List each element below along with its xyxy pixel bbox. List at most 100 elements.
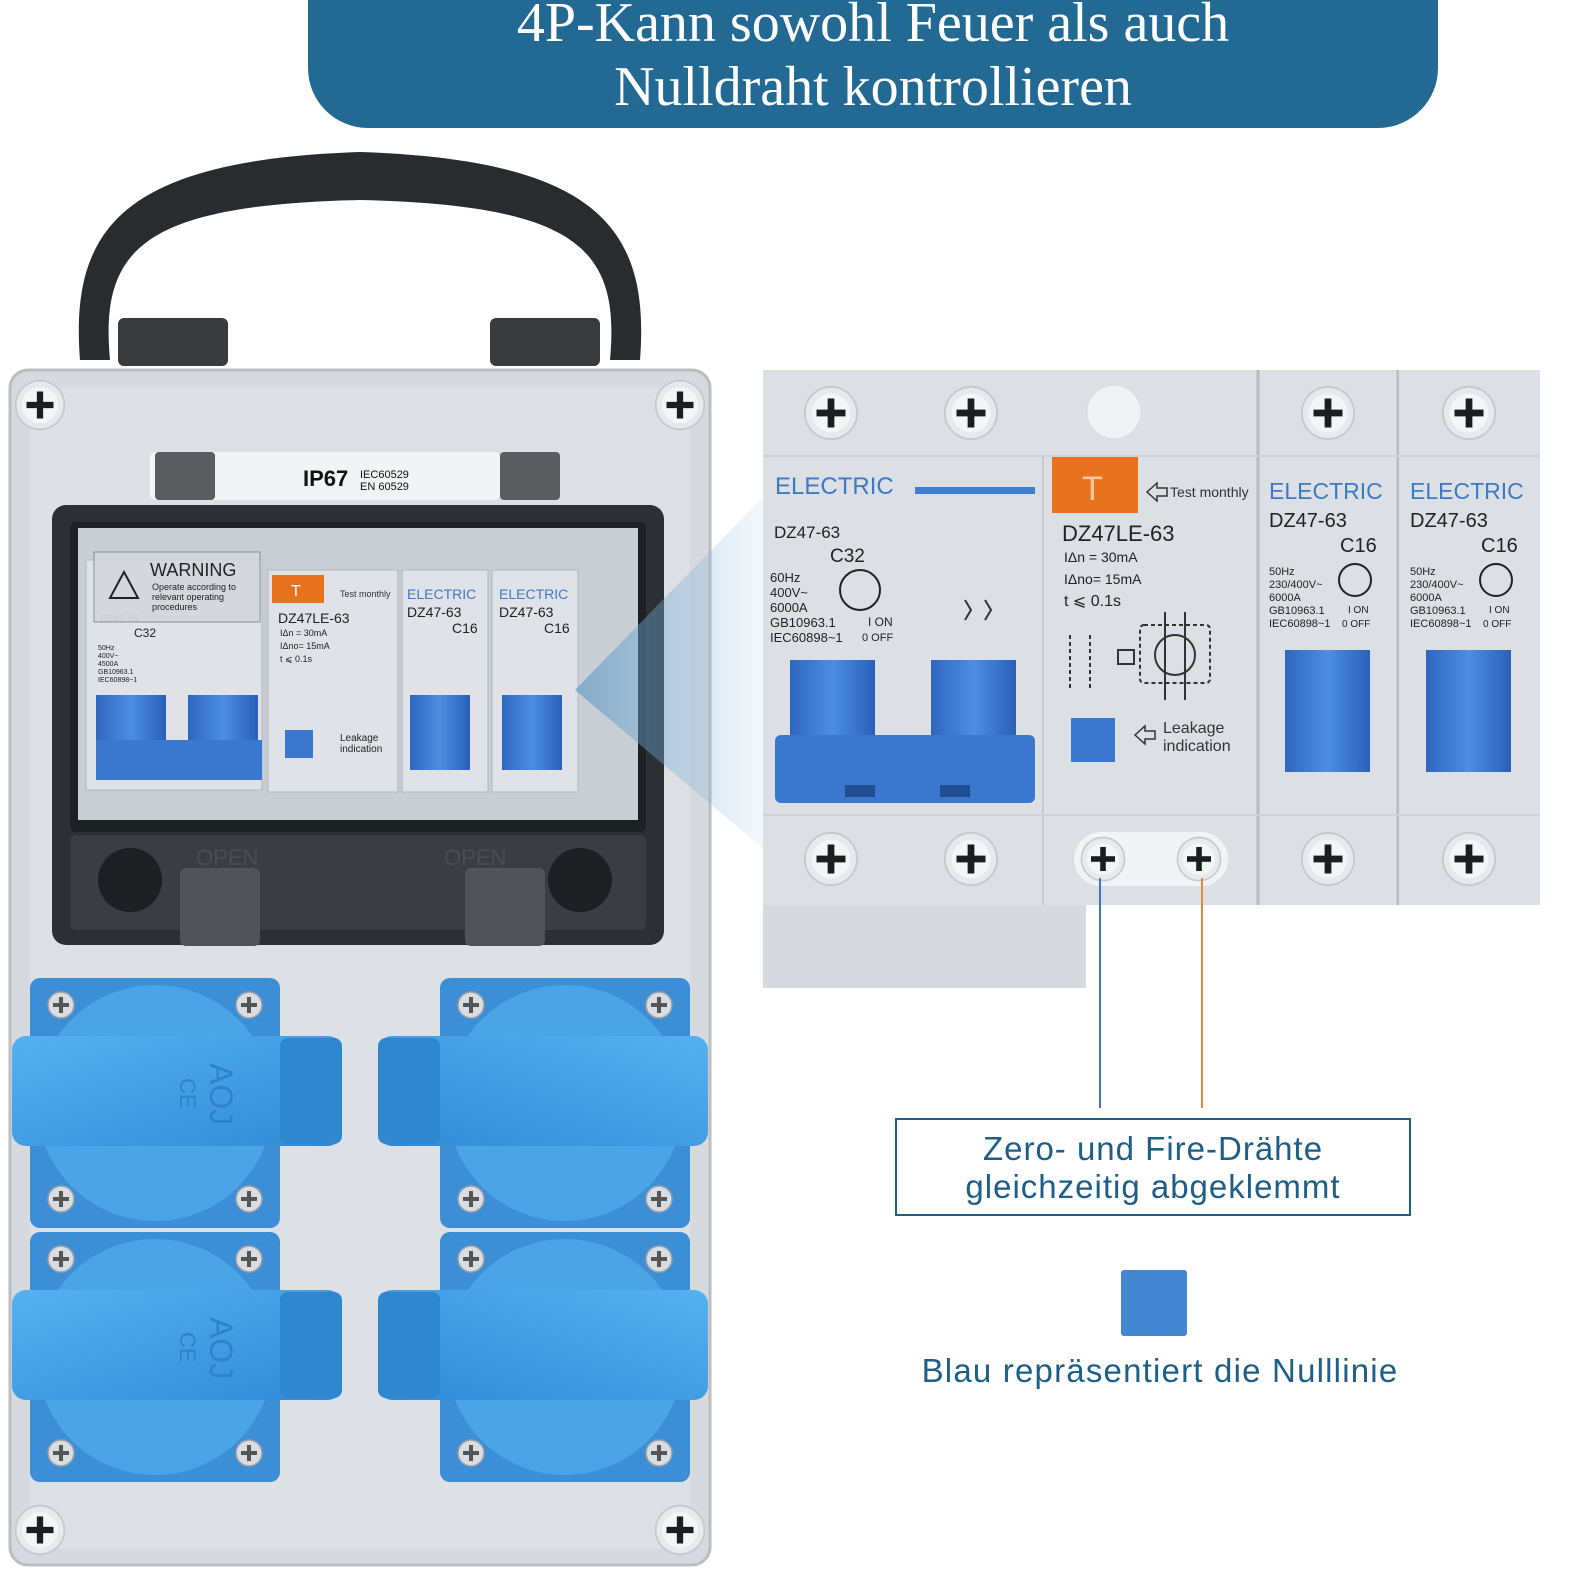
spec-label: IEC60898~1 [770,630,843,645]
mcb-rating-label: C16 [1481,535,1518,557]
open-label: OPEN [444,845,506,870]
mcb-toggle[interactable] [1426,650,1511,772]
main-rating-label: C32 [830,546,865,567]
corner-screw-icon [654,1504,706,1556]
spec-label: IEC60898~1 [98,677,137,684]
off-label: 0 OFF [862,632,893,644]
terminal-screw-icon [1300,385,1356,441]
spec-label: 400V~ [98,653,118,660]
spec-label: 60Hz [770,570,800,585]
rcd-time-label: t ⩽ 0.1s [1064,593,1121,610]
spec-label: IEC60898~1 [1269,618,1330,630]
terminal-screw-icon [1300,831,1356,887]
spec-label: GB10963.1 [1269,605,1325,617]
fire-terminal-icon [1176,836,1222,882]
socket: AOJ CE [12,1232,342,1482]
ccc-mark-icon [1338,563,1372,597]
main-rating-label: C32 [134,626,156,640]
rcd-time-label: t ⩽ 0.1s [280,654,313,664]
spec-label: IEC60898~1 [1410,618,1471,630]
test-button-label: T [1082,470,1103,508]
spec-label: GB10963.1 [770,615,836,630]
rcd-idno-label: IΔno= 15mA [280,641,330,651]
rcd-idno-label: IΔno= 15mA [1064,571,1142,587]
zoom-highlight [575,495,765,850]
brand-label: ELECTRIC [499,586,568,602]
terminal-screw-icon [803,385,859,441]
title-line-2: Nulldraht kontrollieren [614,56,1132,118]
mcb-model-label: DZ47-63 [1410,510,1488,532]
warning-icon [108,569,140,599]
spec-label: 50Hz [1269,566,1295,578]
warning-text: relevant operating [152,592,224,602]
socket-group: AOJ CE AOJ CE [12,978,708,1482]
legend-text: Blau repräsentiert die Nulllinie [921,1352,1399,1389]
circuit-symbol-icon [964,599,993,621]
legend-swatch [1121,1270,1187,1336]
spec-label: GB10963.1 [1410,605,1466,617]
on-label: I ON [868,615,893,629]
open-label: OPEN [196,845,258,870]
main-breaker-toggle[interactable] [931,660,1016,735]
mcb-model-label: DZ47-63 [407,604,462,620]
off-label: 0 OFF [1342,619,1370,630]
mcb-toggle[interactable] [1285,650,1370,772]
warning-text: procedures [152,602,198,612]
off-label: 0 OFF [1483,619,1511,630]
rcd-idn-label: IΔn = 30mA [280,628,327,638]
mcb-rating-label: C16 [544,620,570,636]
leakage-label: Leakage [1163,720,1224,737]
rcd-model-label: DZ47LE-63 [1062,521,1175,546]
carry-handle [78,152,642,360]
title-banner: 4P-Kann sowohl Feuer als auch Nulldraht … [308,0,1438,128]
main-breaker-toggle[interactable] [790,660,875,735]
main-breaker-handle[interactable] [775,735,1035,803]
arrow-left-icon [1133,724,1156,746]
terminal-screw-icon [803,831,859,887]
corner-screw-icon [14,379,66,431]
brand-label: ELECTRIC [407,586,476,602]
leakage-label: indication [340,744,382,755]
brand-label: ELECTRIC [775,473,894,500]
ip-rating-label: IP67 [303,466,348,491]
spec-label: 4500A [98,661,119,668]
test-monthly-label: Test monthly [1170,484,1249,500]
neutral-terminal-icon [1080,836,1126,882]
main-model-label: DZ47-63 [774,523,840,542]
mcb-rating-label: C16 [1340,535,1377,557]
test-button[interactable] [1052,457,1138,513]
magnified-breakers: ELECTRIC DZ47-63 C32 60Hz 400V~ 6000A GB… [763,370,1540,1108]
mcb-rating-label: C16 [452,620,478,636]
test-button-label: T [291,583,301,600]
spec-label: 400V~ [770,585,808,600]
neutral-marker [915,487,1035,494]
brand-label: ELECTRIC [1269,478,1383,504]
mcb-model-label: DZ47-63 [1269,510,1347,532]
leakage-label: Leakage [340,733,379,744]
on-label: I ON [1348,605,1369,616]
rcd-model-label: DZ47LE-63 [278,610,350,626]
ccc-mark-icon [839,569,881,611]
annotation-line-1: Zero- und Fire-Drähte [982,1130,1324,1167]
spec-label: 50Hz [1410,566,1436,578]
socket-brand-label: AOJ [203,1317,239,1379]
spec-label: 6000A [1269,592,1301,604]
spec-label: 50Hz [98,645,115,652]
test-monthly-label: Test monthly [340,589,391,599]
leakage-label: indication [1163,738,1231,755]
socket [378,1232,708,1482]
mcb-model-label: DZ47-63 [499,604,554,620]
title-line-1: 4P-Kann sowohl Feuer als auch [516,0,1230,54]
standard-label: EN 60529 [360,481,409,493]
corner-screw-icon [14,1504,66,1556]
rcd-schematic-icon [1069,612,1211,700]
leakage-indicator [1071,718,1115,762]
spec-label: 230/400V~ [1410,579,1464,591]
terminal-screw-icon [1441,831,1497,887]
corner-screw-icon [654,379,706,431]
brand-label: ELECTRIC [1410,478,1524,504]
terminal-screw-icon [943,385,999,441]
rcd-idn-label: IΔn = 30mA [1064,549,1138,565]
terminal-screw-icon [943,831,999,887]
